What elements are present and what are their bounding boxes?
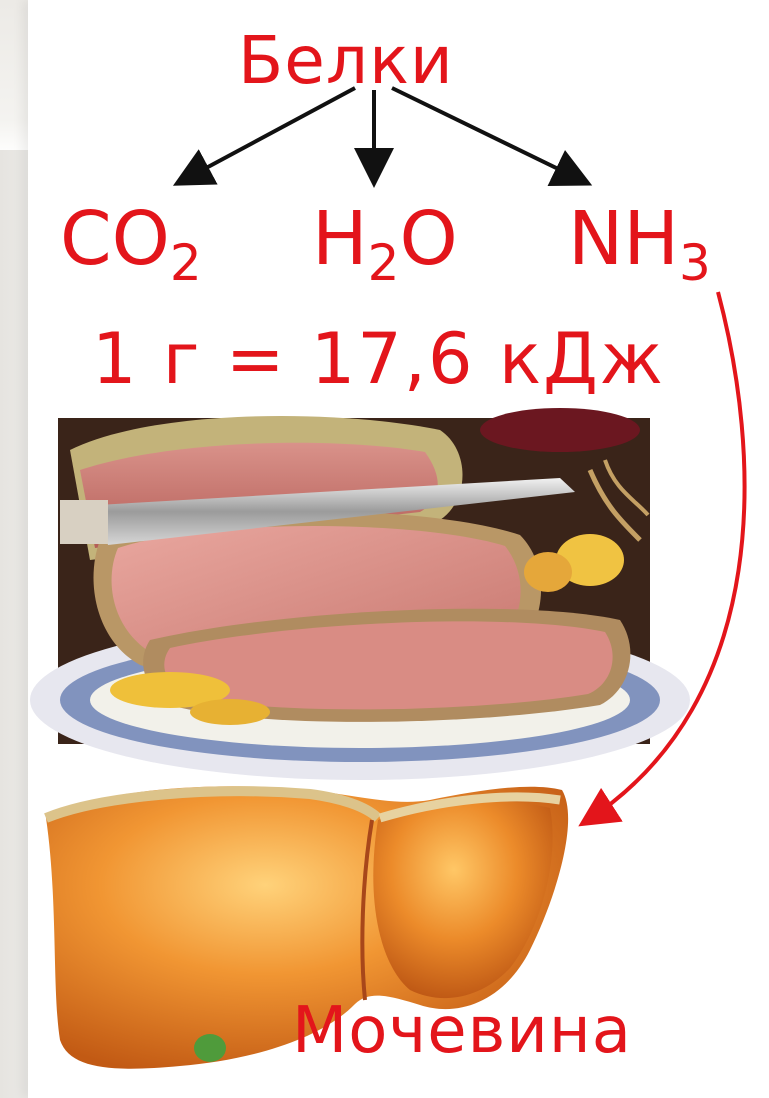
- product-co2-sub: 2: [169, 234, 202, 292]
- product-nh3-base: NH: [568, 196, 679, 282]
- product-nh3-sub: 3: [679, 234, 711, 292]
- title-proteins: Белки: [238, 22, 454, 99]
- energy-value: 1 г = 17,6 кДж: [92, 318, 665, 400]
- product-h2o: H2O: [312, 196, 458, 292]
- product-co2: CO2: [60, 196, 202, 292]
- product-h2o-tail: O: [399, 196, 458, 282]
- arrow-nh3-to-liver: [578, 291, 747, 827]
- product-co2-base: CO: [60, 196, 170, 282]
- arrow-to-co2: [172, 86, 356, 186]
- arrow-to-nh3: [391, 86, 593, 186]
- roast-meat-photo: [30, 408, 690, 780]
- end-product-urea: Мочевина: [292, 994, 632, 1068]
- product-nh3: NH3: [568, 196, 711, 292]
- product-h2o-base: H: [312, 196, 368, 282]
- product-h2o-sub: 2: [367, 234, 400, 292]
- liver-illustration: [44, 786, 569, 1069]
